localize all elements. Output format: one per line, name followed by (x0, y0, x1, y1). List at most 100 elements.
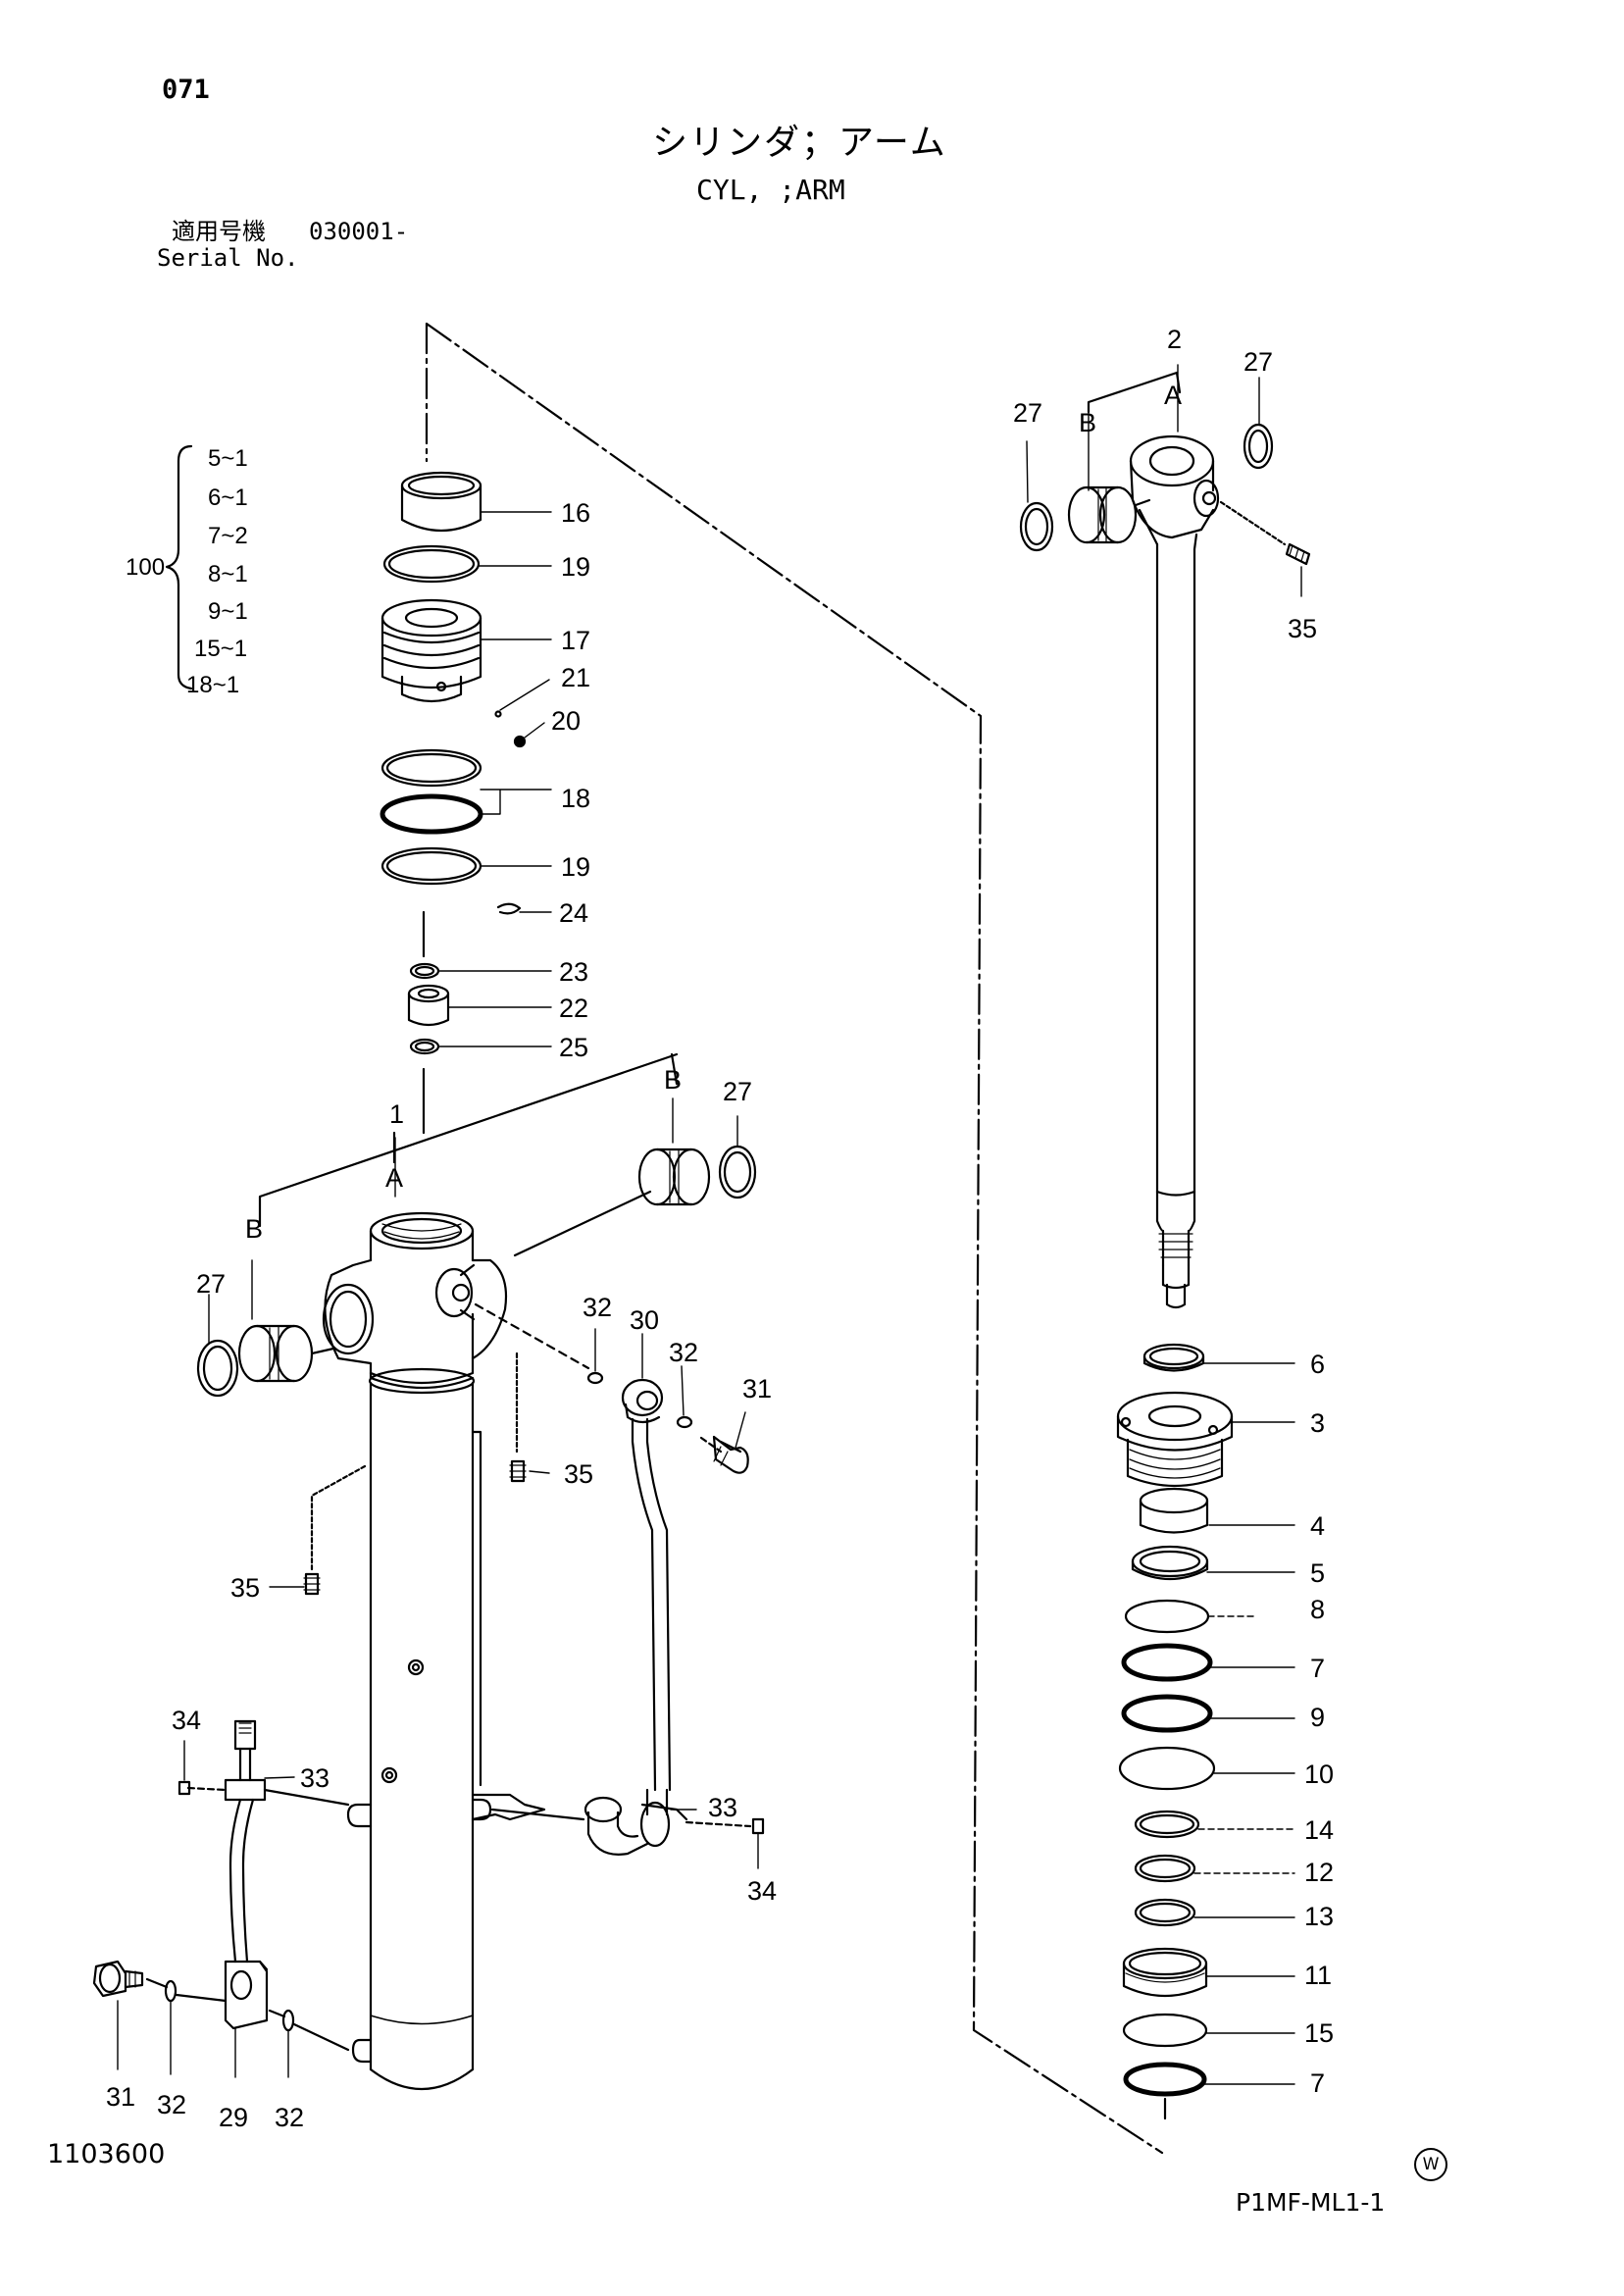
callout-11: 11 (1304, 1961, 1332, 1990)
part-16-bushing (400, 471, 482, 533)
callout-34-right: 34 (747, 1876, 777, 1906)
kit-entry-3: 7~2 (208, 523, 248, 549)
part-24-clip (496, 902, 522, 915)
part-32-ring-left-b (281, 2009, 295, 2032)
callout-32-upper-a: 32 (583, 1293, 612, 1322)
part-20-screw (513, 735, 527, 748)
part-11-head (1122, 1947, 1208, 1998)
part-6-ring (1142, 1343, 1205, 1372)
callout-9: 9 (1310, 1703, 1325, 1732)
part-33-tee-left (178, 1719, 350, 1964)
callout-22: 22 (559, 994, 588, 1023)
kit-bracket (165, 444, 193, 690)
callout-32-left-a: 32 (157, 2090, 186, 2119)
callout-25: 25 (559, 1033, 588, 1062)
part-27-ring-right (718, 1145, 757, 1199)
callout-14: 14 (1304, 1815, 1334, 1845)
part-27-ring-rod-left (1019, 501, 1054, 552)
part-30-pipe-upper (474, 1302, 749, 1792)
title-english: CYL, ;ARM (696, 174, 845, 206)
callout-18: 18 (561, 784, 590, 813)
serial-label-english: Serial No. (157, 244, 299, 272)
part-7-oring-upper (1121, 1643, 1213, 1682)
part-23-ring (409, 962, 440, 980)
callout-20: 20 (551, 706, 581, 736)
callout-31-left: 31 (106, 2082, 135, 2112)
part-B-bushing-right (637, 1148, 711, 1206)
assembly-bracket-1 (258, 1052, 679, 1228)
part-5-seal (1131, 1545, 1209, 1581)
callout-16: 16 (561, 498, 590, 528)
part-31-plug-right (719, 1440, 742, 1454)
callout-1: 1 (389, 1099, 404, 1129)
part-29-block (224, 1960, 269, 2030)
kit-entry-7: 18~1 (186, 672, 239, 698)
callout-21: 21 (561, 663, 590, 692)
callout-2: 2 (1167, 325, 1182, 354)
callout-29: 29 (219, 2103, 248, 2132)
callout-A-tube: A (385, 1163, 403, 1193)
assembly-boundary-line (425, 322, 1164, 2155)
kit-entry-1: 5~1 (208, 445, 248, 472)
part-35-nipple-mid (509, 1352, 527, 1483)
part-7-oring-lower (1123, 2062, 1207, 2097)
kit-entry-5: 9~1 (208, 598, 248, 625)
part-31-plug-left (92, 1960, 144, 1998)
title-japanese: シリンダ；アーム (652, 123, 947, 163)
callout-4: 4 (1310, 1511, 1325, 1541)
kit-entry-6: 15~1 (194, 636, 247, 662)
document-number: 1103600 (47, 2139, 166, 2169)
callout-19-lower: 19 (561, 852, 590, 882)
part-19-ring-upper (382, 544, 481, 584)
callout-32-upper-b: 32 (669, 1338, 698, 1367)
part-9-ring (1121, 1694, 1213, 1733)
callout-6: 6 (1310, 1350, 1325, 1379)
w-mark: W (1414, 2148, 1447, 2181)
callout-33-left: 33 (300, 1763, 330, 1793)
part-21-pin (494, 710, 502, 718)
rod-assembly (1129, 434, 1220, 1309)
part-B-bushing-left (237, 1324, 314, 1383)
callout-A-rod: A (1164, 381, 1182, 410)
callout-34-left: 34 (172, 1706, 201, 1735)
part-10-ring (1118, 1746, 1216, 1791)
callout-B-tube-right: B (664, 1065, 682, 1095)
callout-B-rod: B (1079, 408, 1096, 437)
callout-35-mid: 35 (564, 1459, 593, 1489)
callout-10: 10 (1304, 1760, 1334, 1789)
callout-7-lower: 7 (1310, 2068, 1325, 2098)
callout-B-tube-left: B (245, 1214, 263, 1244)
callout-19-upper: 19 (561, 552, 590, 582)
part-27-ring-rod-right (1243, 423, 1274, 470)
part-32-ring-left-a (164, 1979, 178, 2003)
callout-35-rod: 35 (1288, 614, 1317, 643)
part-B-bushing-rod (1067, 485, 1138, 544)
part-3-rod-head (1116, 1391, 1234, 1488)
part-4-bushing (1139, 1487, 1209, 1534)
part-27-ring-left (196, 1339, 239, 1398)
figure-code: P1MF-ML1-1 (1236, 2188, 1386, 2217)
callout-17: 17 (561, 626, 590, 655)
part-25-ring (409, 1038, 440, 1055)
callout-27-rod-left: 27 (1013, 398, 1042, 428)
callout-33-right: 33 (708, 1793, 737, 1822)
part-18-rings (380, 748, 483, 835)
page-number: 071 (162, 75, 210, 105)
part-35-nipple-rod (1219, 500, 1311, 566)
serial-label-japanese: 適用号機 (172, 218, 266, 245)
callout-3: 3 (1310, 1408, 1325, 1438)
part-35-nipple-left (303, 1464, 367, 1596)
part-17-piston (381, 598, 482, 703)
part-22-nut (407, 984, 450, 1027)
callout-27-tube-right: 27 (723, 1077, 752, 1106)
callout-5: 5 (1310, 1558, 1325, 1588)
callout-13: 13 (1304, 1902, 1334, 1931)
cylinder-tube (322, 1211, 508, 2091)
callout-35-left: 35 (230, 1573, 260, 1603)
callout-30: 30 (630, 1305, 659, 1335)
callout-7-upper: 7 (1310, 1654, 1325, 1683)
kit-entry-2: 6~1 (208, 485, 248, 511)
callout-24: 24 (559, 898, 588, 928)
callout-27-tube-left: 27 (196, 1269, 226, 1299)
